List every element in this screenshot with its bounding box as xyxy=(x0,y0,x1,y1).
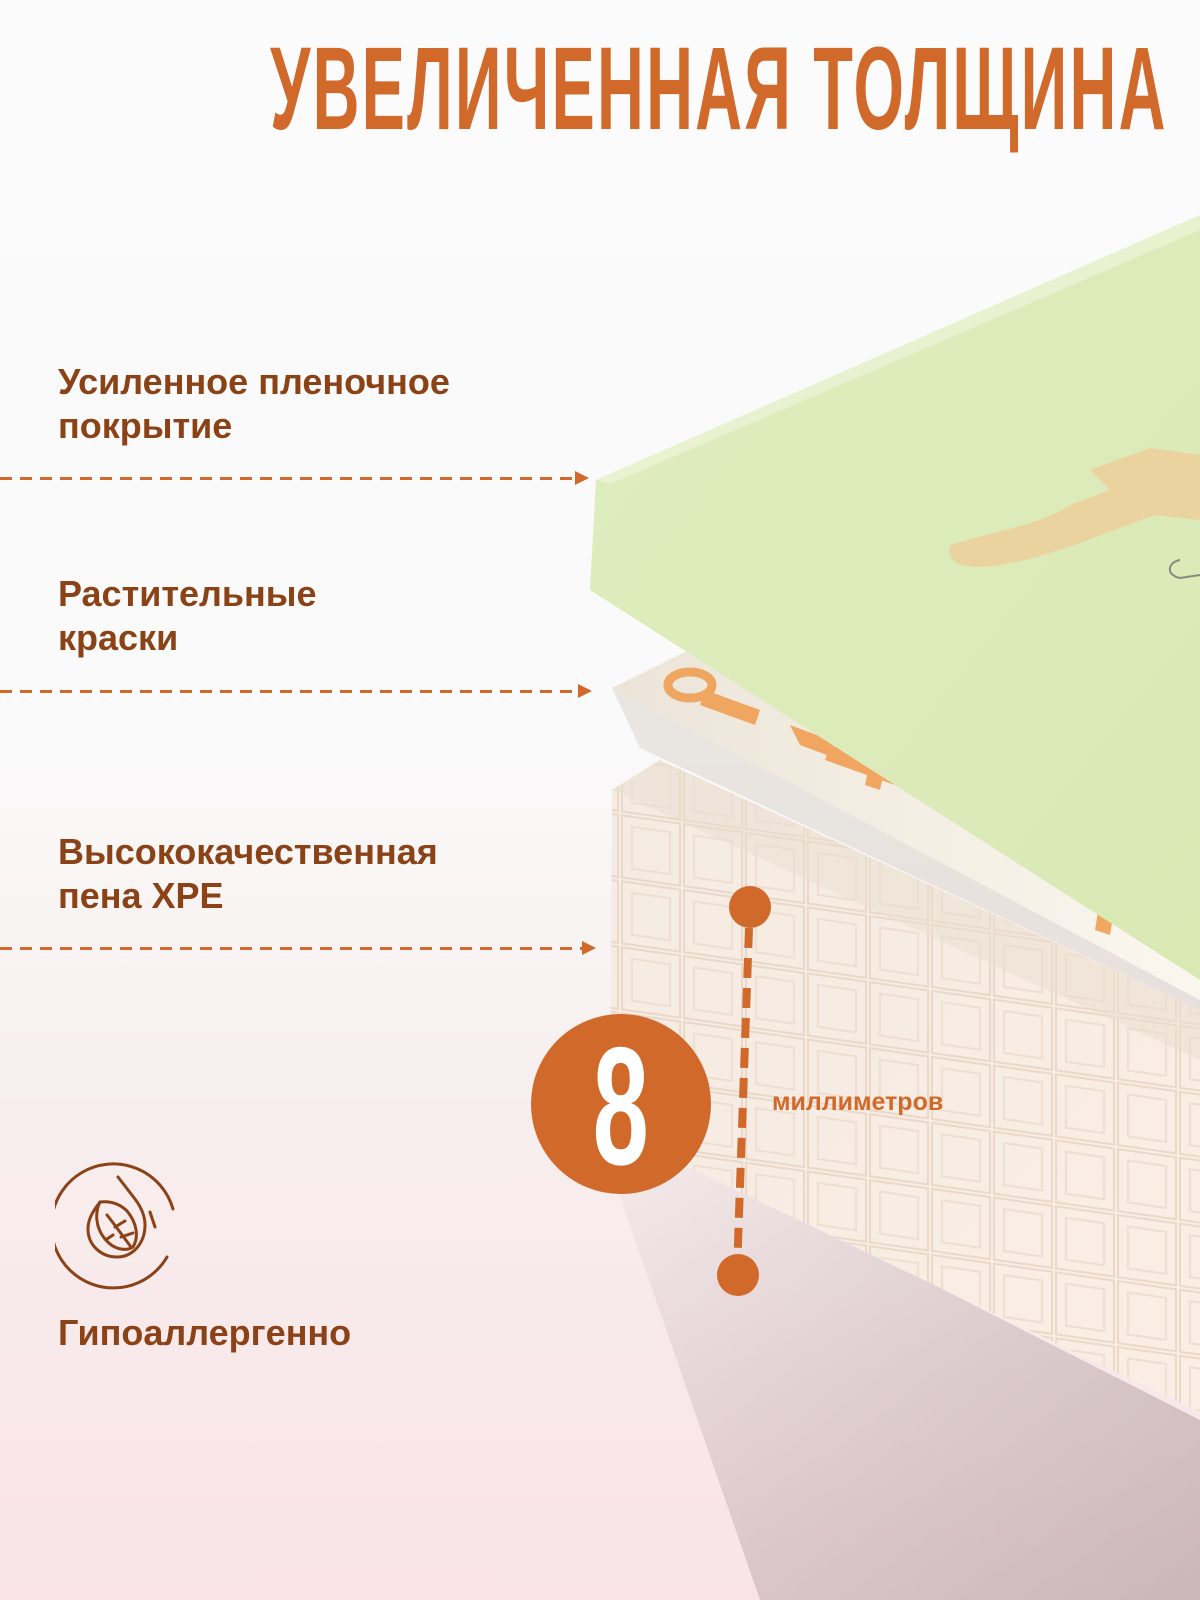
dashed-pointer-line xyxy=(0,947,582,950)
feature-label: Гипоаллергенно xyxy=(58,1312,352,1353)
arrow-right-icon xyxy=(582,941,596,955)
dashed-pointer-line xyxy=(0,690,578,693)
layer-label-line: пена XPE xyxy=(58,875,224,916)
thickness-badge: 8 xyxy=(531,1014,711,1194)
dashed-pointer-line xyxy=(0,477,575,480)
page-title: УВЕЛИЧЕННАЯ ТОЛЩИНА xyxy=(270,23,1168,155)
layer-label-line: Усиленное пленочное xyxy=(58,361,450,402)
drop-leaf-icon xyxy=(55,1162,175,1290)
layer-label-line: покрытие xyxy=(58,405,233,446)
arrow-right-icon xyxy=(575,471,589,485)
layer-label-foam: Высококачественная пена XPE xyxy=(58,830,438,918)
layer-label-line: краски xyxy=(58,617,179,658)
layer-label-film: Усиленное пленочное покрытие xyxy=(58,360,450,448)
arrow-right-icon xyxy=(578,684,592,698)
measure-dot-bottom xyxy=(717,1254,759,1296)
measure-dot-top xyxy=(729,886,771,928)
thickness-unit: миллиметров xyxy=(772,1088,944,1116)
layer-label-paint: Растительные краски xyxy=(58,572,317,660)
thickness-value: 8 xyxy=(592,1012,650,1200)
layer-label-line: Высококачественная xyxy=(58,831,438,872)
layer-label-line: Растительные xyxy=(58,573,317,614)
